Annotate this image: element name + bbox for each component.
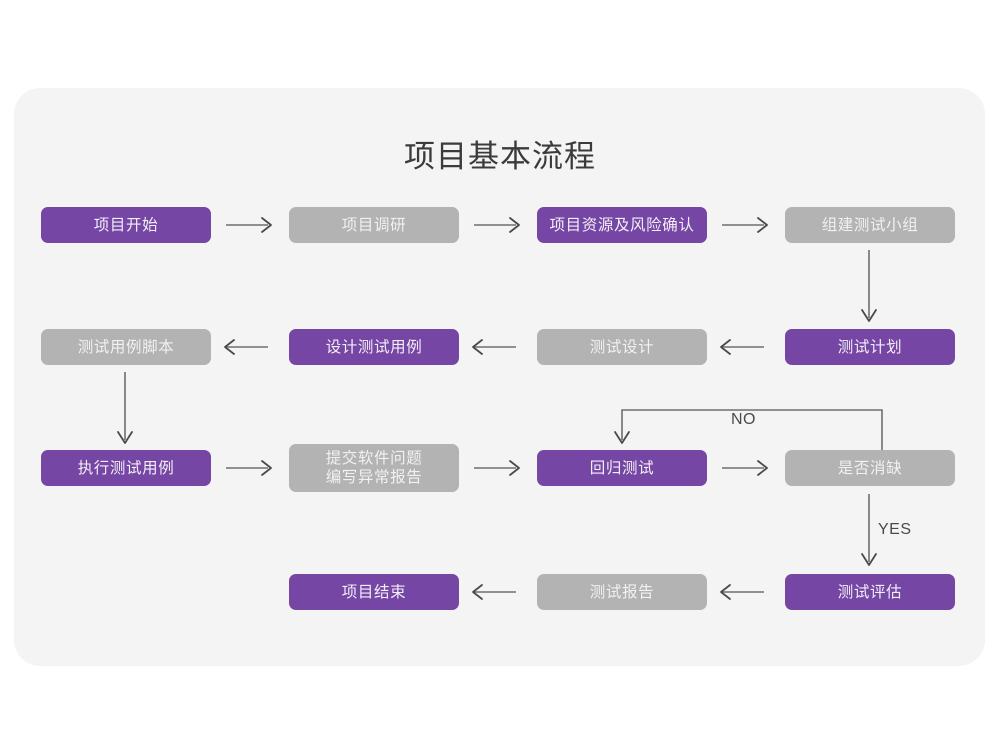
node-project-end[interactable]: 项目结束 [289, 574, 459, 610]
node-execute-testcase[interactable]: 执行测试用例 [41, 450, 211, 486]
node-project-research[interactable]: 项目调研 [289, 207, 459, 243]
diagram-panel [14, 88, 985, 666]
node-build-test-team[interactable]: 组建测试小组 [785, 207, 955, 243]
node-defect-cleared[interactable]: 是否消缺 [785, 450, 955, 486]
node-testcase-script[interactable]: 测试用例脚本 [41, 329, 211, 365]
node-project-start[interactable]: 项目开始 [41, 207, 211, 243]
node-design-testcase[interactable]: 设计测试用例 [289, 329, 459, 365]
node-submit-issue-report[interactable]: 提交软件问题 编写异常报告 [289, 444, 459, 492]
page-title: 项目基本流程 [404, 139, 596, 174]
edge-label-no: NO [731, 411, 756, 428]
node-test-evaluation[interactable]: 测试评估 [785, 574, 955, 610]
node-regression-test[interactable]: 回归测试 [537, 450, 707, 486]
node-test-design[interactable]: 测试设计 [537, 329, 707, 365]
node-test-report[interactable]: 测试报告 [537, 574, 707, 610]
edge-label-yes: YES [878, 521, 912, 538]
node-test-plan[interactable]: 测试计划 [785, 329, 955, 365]
node-resource-risk-confirm[interactable]: 项目资源及风险确认 [537, 207, 707, 243]
